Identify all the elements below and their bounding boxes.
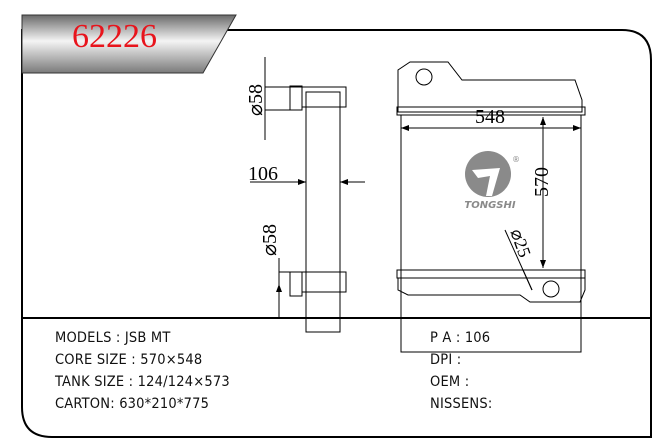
spec-models: MODELS : JSB MT: [55, 330, 171, 346]
spec-dpi: DPI :: [430, 352, 466, 368]
svg-text:TONGSHI: TONGSHI: [464, 200, 515, 211]
side-view: [250, 57, 365, 333]
svg-text:®: ®: [512, 155, 520, 164]
tongshi-logo: ® TONGSHI: [464, 151, 520, 211]
title-banner: [21, 14, 237, 74]
spec-carton: CARTON: 630*210*775: [55, 396, 210, 412]
spec-oem: OEM :: [430, 374, 474, 390]
dim-outlet-diameter: ⌀58: [259, 224, 281, 256]
dim-inlet-diameter: ⌀58: [245, 84, 267, 116]
part-number: 62226: [72, 18, 157, 55]
dim-width: 548: [475, 106, 505, 128]
frame-border: [21, 29, 652, 438]
dim-thickness: 106: [248, 163, 278, 185]
spec-nissens: NISSENS:: [430, 396, 493, 412]
spec-core-size: CORE SIZE : 570×548: [55, 352, 203, 368]
spec-tank-size: TANK SIZE : 124/124×573: [55, 374, 230, 390]
dim-height: 570: [531, 167, 553, 197]
spec-pa: P A : 106: [430, 330, 491, 346]
